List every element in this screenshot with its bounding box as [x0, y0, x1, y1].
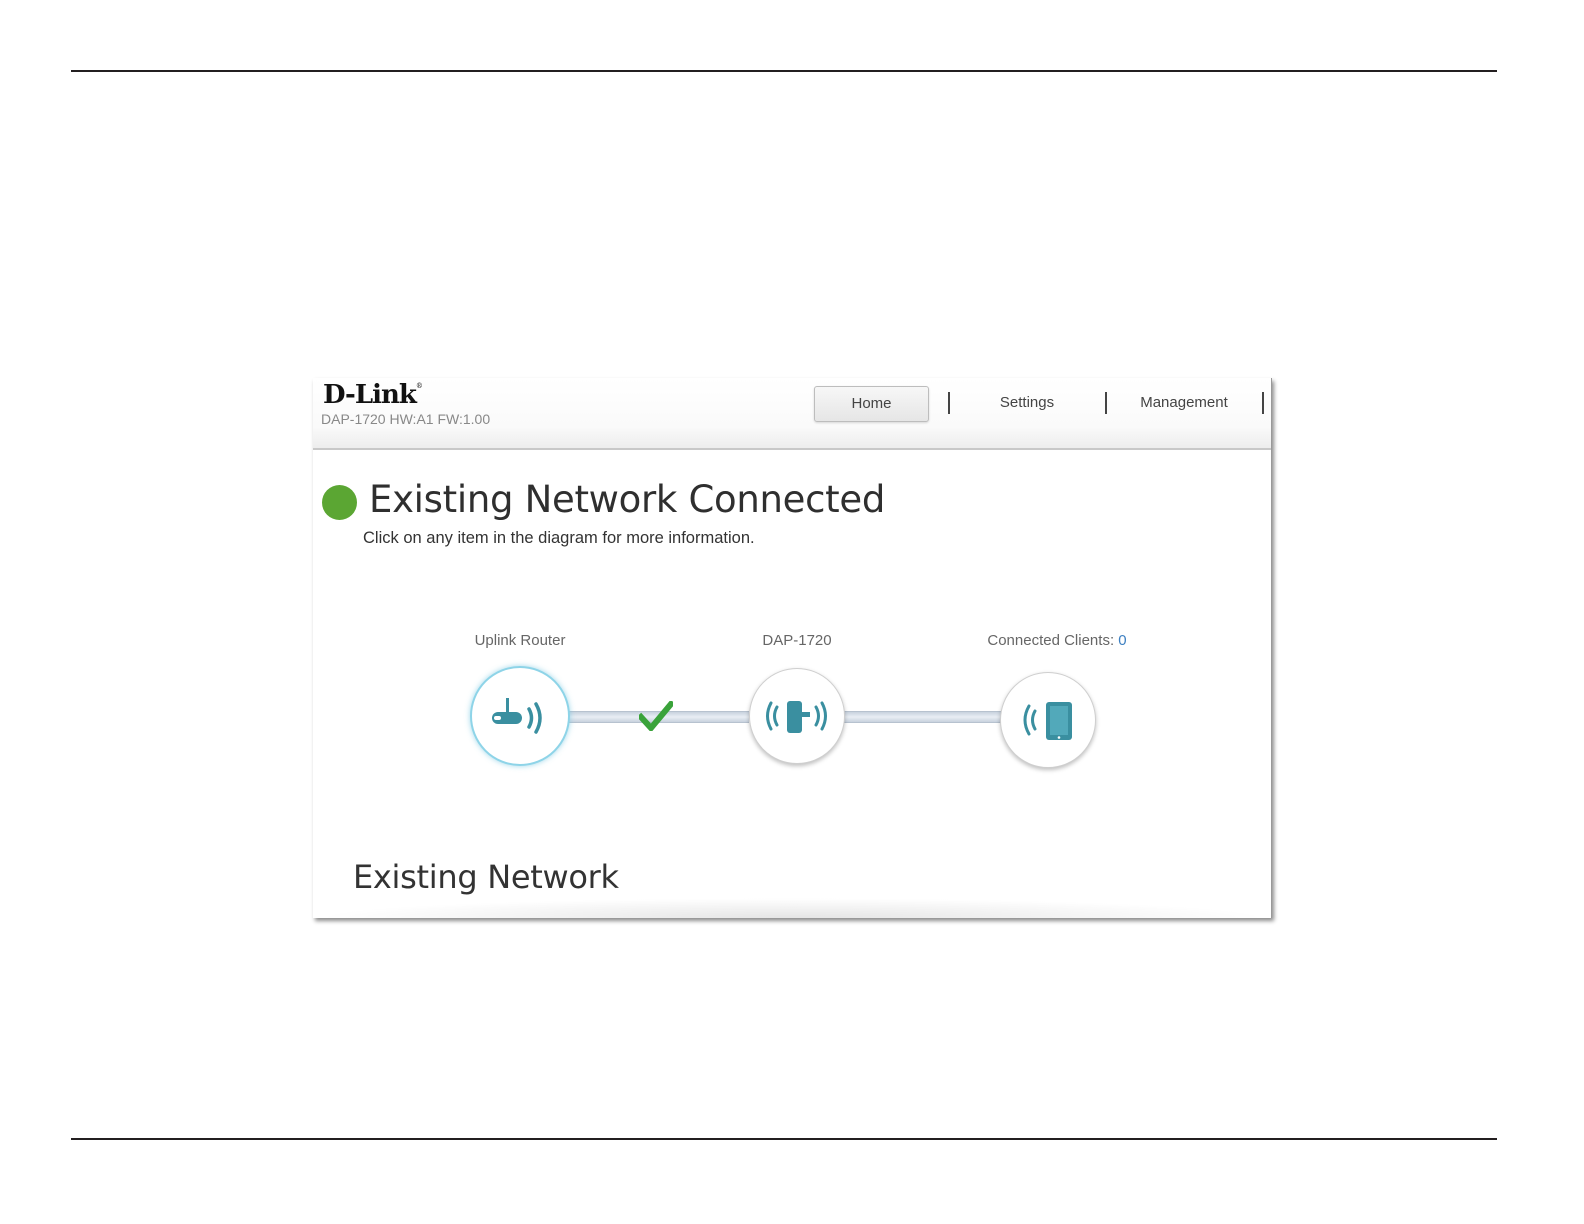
model-info: DAP-1720 HW:A1 FW:1.00 [321, 411, 490, 427]
connected-clients-label: Connected Clients: 0 [977, 632, 1137, 649]
dap-1720-node[interactable] [749, 668, 845, 764]
main-nav: Home Settings Management [814, 386, 1264, 422]
device-label: DAP-1720 [737, 632, 857, 649]
router-icon [472, 668, 568, 764]
nav-management-tab[interactable]: Management [1119, 386, 1249, 420]
dlink-logo: D-Link® [323, 380, 422, 410]
uplink-router-node[interactable] [470, 666, 570, 766]
status-subtitle: Click on any item in the diagram for mor… [363, 529, 755, 548]
nav-home-tab[interactable]: Home [814, 386, 929, 422]
nav-separator [1262, 392, 1264, 414]
header-bar: D-Link® DAP-1720 HW:A1 FW:1.00 Home Sett… [313, 378, 1271, 450]
router-ui-screenshot: D-Link® DAP-1720 HW:A1 FW:1.00 Home Sett… [313, 378, 1272, 918]
status-title: Existing Network Connected [369, 478, 885, 521]
uplink-router-label: Uplink Router [460, 632, 580, 649]
nav-settings-tab[interactable]: Settings [964, 386, 1090, 420]
nav-separator [1105, 392, 1107, 414]
existing-network-heading: Existing Network [353, 858, 619, 896]
extender-icon [750, 669, 844, 763]
connected-clients-text: Connected Clients: [987, 632, 1118, 649]
connected-check-icon [639, 701, 673, 731]
bottom-rule [71, 1138, 1497, 1140]
connection-status-indicator [322, 485, 357, 520]
bottom-shadow [313, 898, 1271, 918]
client-connection-line [843, 711, 1003, 723]
client-device-icon [1001, 673, 1095, 767]
connected-clients-count[interactable]: 0 [1118, 632, 1126, 649]
top-rule [71, 70, 1497, 72]
nav-separator [948, 392, 950, 414]
connected-clients-node[interactable] [1000, 672, 1096, 768]
